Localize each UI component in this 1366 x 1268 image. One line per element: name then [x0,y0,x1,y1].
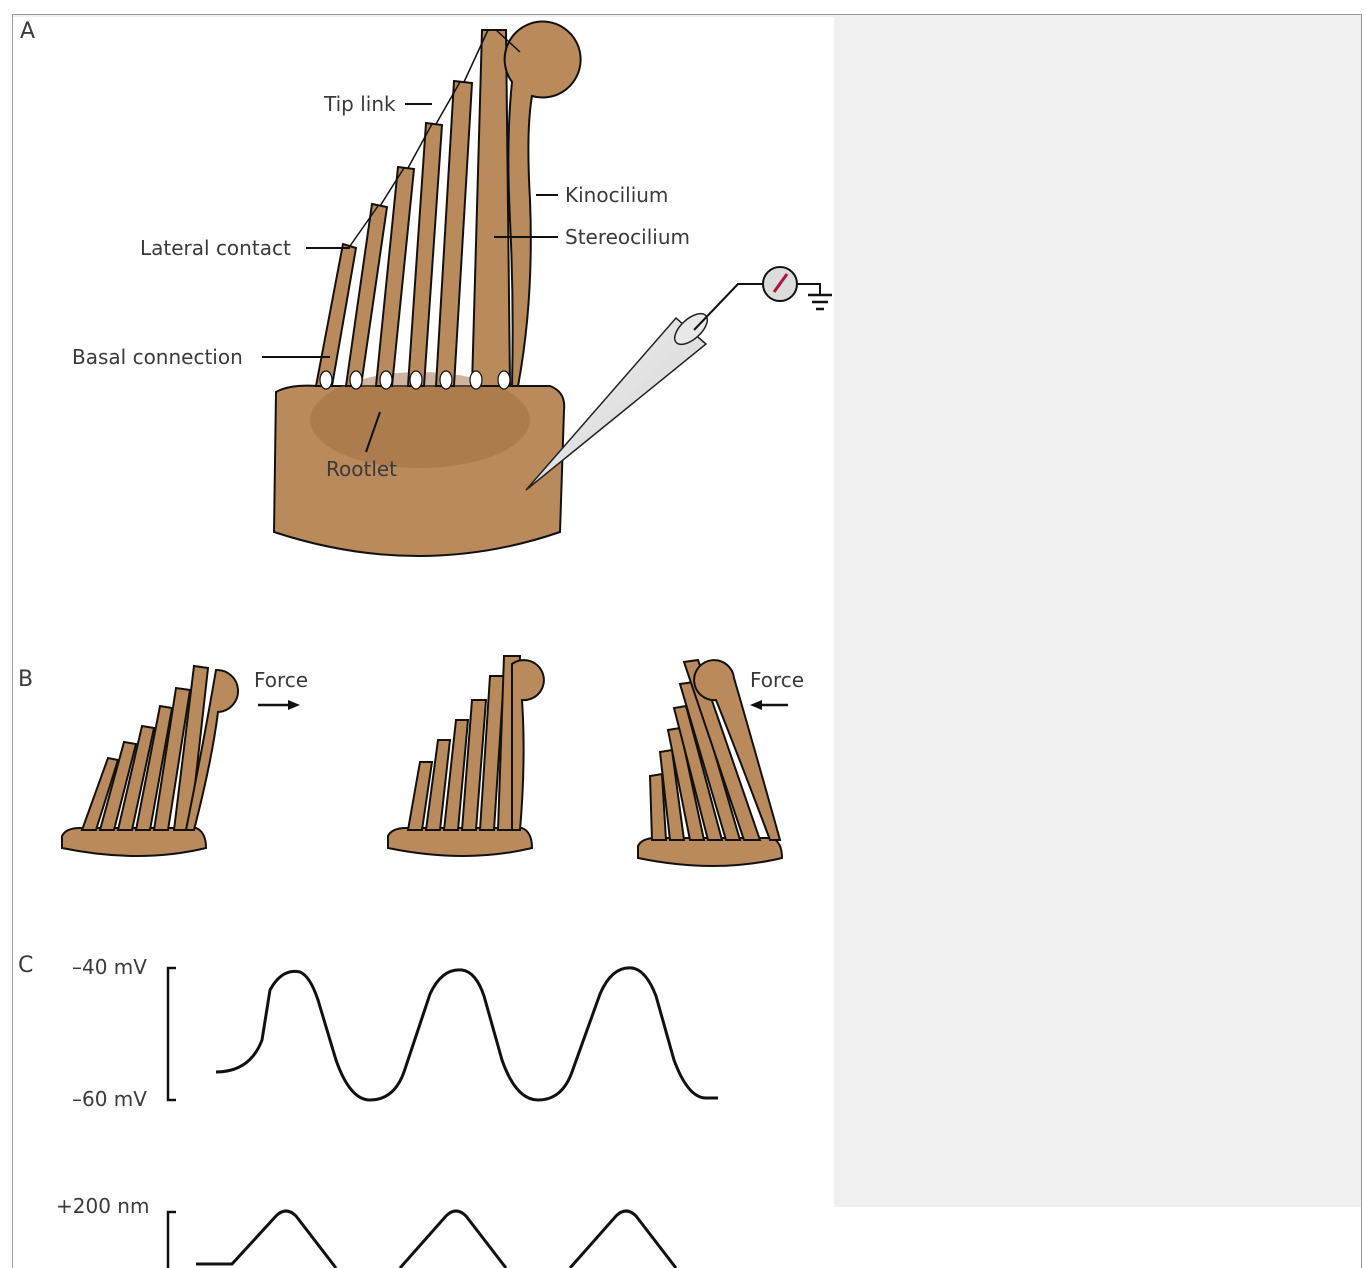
bundle-deflected-positive [62,666,238,856]
displacement-trace [196,1211,676,1268]
ground-icon [808,295,832,309]
panel-b-label: B [18,667,33,692]
panel-c-label: C [18,953,33,978]
panel-b-diagram: B Force [18,656,804,866]
displacement-scale-bar [168,1212,176,1268]
stereocilia-bundle [316,22,581,386]
label-tip-link: Tip link [323,92,396,116]
recording-pipette [526,267,832,490]
force-label-right: Force [750,668,804,692]
label-rootlet: Rootlet [326,457,397,481]
displacement-top-label: +200 nm [56,1194,149,1218]
label-basal-connection: Basal connection [72,345,243,369]
voltage-bottom-label: –60 mV [72,1087,147,1111]
arrow-left-icon [750,700,788,710]
label-stereocilium: Stereocilium [565,225,690,249]
voltage-top-label: –40 mV [72,955,147,979]
panel-c-traces: C –40 mV –60 mV +200 nm [18,953,718,1268]
panel-a-label: A [20,19,35,44]
force-label-left: Force [254,668,308,692]
voltage-trace [216,968,718,1100]
voltage-scale-bar [168,968,176,1100]
label-lateral-contact: Lateral contact [140,236,291,260]
arrow-right-icon [258,700,300,710]
panel-a-diagram: A Tip link Kinocilium Stereocilium Later… [20,19,832,556]
bundle-resting [388,656,544,856]
label-kinocilium: Kinocilium [565,183,668,207]
